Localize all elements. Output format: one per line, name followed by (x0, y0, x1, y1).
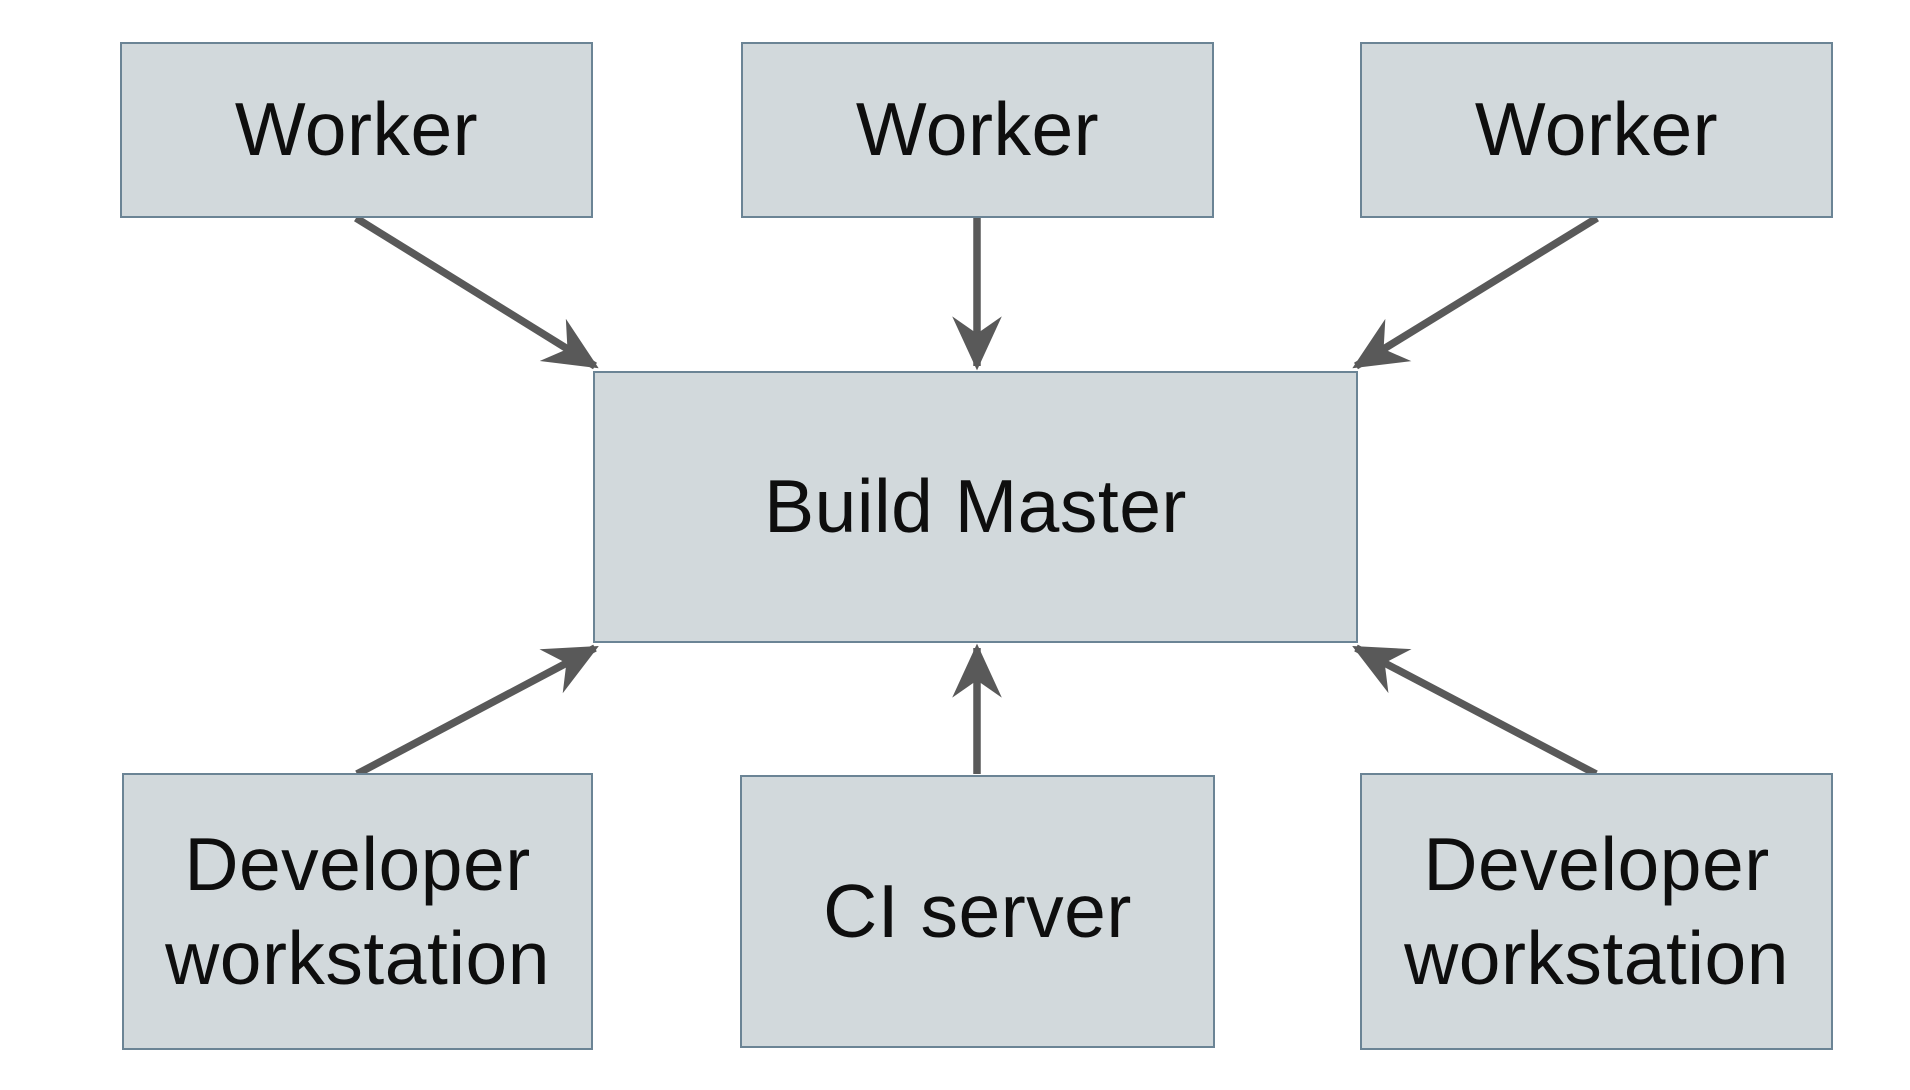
arrow-developer-workstation-right-to-build-master (1352, 644, 1598, 778)
node-label: Worker (234, 87, 479, 172)
node-label: Developer workstation (165, 821, 550, 1000)
node-worker-left: Worker (120, 42, 593, 218)
node-label: CI server (823, 868, 1132, 953)
node-worker-middle: Worker (741, 42, 1214, 218)
node-developer-workstation-left: Developer workstation (122, 773, 593, 1050)
node-worker-right: Worker (1360, 42, 1833, 218)
node-label: Worker (1474, 87, 1719, 172)
arrow-worker-right-to-build-master (1352, 214, 1599, 370)
node-label: Worker (855, 87, 1100, 172)
node-label: Build Master (764, 464, 1187, 549)
node-ci-server: CI server (740, 775, 1215, 1048)
arrow-worker-left-to-build-master (354, 214, 599, 370)
node-build-master: Build Master (593, 371, 1358, 643)
node-label: Developer workstation (1404, 821, 1789, 1000)
node-developer-workstation-right: Developer workstation (1360, 773, 1833, 1050)
arrow-developer-workstation-left-to-build-master (355, 644, 599, 778)
